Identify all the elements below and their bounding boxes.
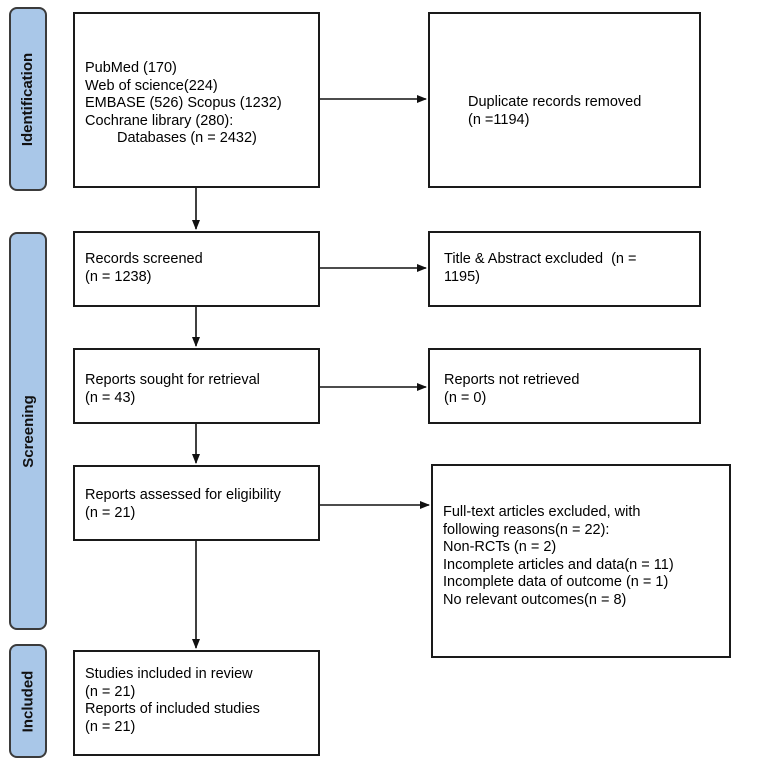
reports-included-label: Reports of included studies <box>85 701 260 717</box>
reports-not-retrieved-count: (n = 0) <box>444 389 487 406</box>
reason-incomplete-outcome: Incomplete data of outcome (n = 1) <box>443 574 669 590</box>
reason-incomplete-articles: Incomplete articles and data(n = 11) <box>443 556 674 573</box>
duplicates-label: Duplicate records removed <box>468 94 642 110</box>
duplicates-count: (n =1194) <box>468 111 530 128</box>
database-cochrane: Cochrane library (280): <box>85 112 234 129</box>
database-web-of-science: Web of science(224) <box>85 77 218 94</box>
reports-sought-box: Reports sought for retrieval (n = 43) <box>73 348 320 424</box>
reason-non-rcts: Non-RCTs (n = 2) <box>443 539 557 555</box>
full-text-excluded-box: Full-text articles excluded, with follow… <box>431 464 731 658</box>
records-screened-count: (n = 1238) <box>85 268 152 285</box>
title-abstract-excluded-count: 1195) <box>444 268 481 285</box>
databases-box: PubMed (170) Web of science(224) EMBASE … <box>73 12 320 188</box>
reports-not-retrieved-label: Reports not retrieved <box>444 372 580 388</box>
studies-included-box: Studies included in review (n = 21) Repo… <box>73 650 320 756</box>
reports-assessed-label: Reports assessed for eligibility <box>85 487 281 503</box>
databases-total: Databases (n = 2432) <box>117 130 257 146</box>
records-screened-label: Records screened <box>85 251 203 267</box>
reports-assessed-count: (n = 21) <box>85 504 136 521</box>
database-pubmed: PubMed (170) <box>85 60 177 76</box>
phase-screening: Screening <box>9 232 47 630</box>
reason-no-relevant-outcomes: No relevant outcomes(n = 8) <box>443 591 627 608</box>
reports-not-retrieved-box: Reports not retrieved (n = 0) <box>428 348 701 424</box>
full-text-excluded-heading: Full-text articles excluded, with <box>443 504 641 520</box>
title-abstract-excluded-box: Title & Abstract excluded (n = 1195) <box>428 231 701 307</box>
phase-included: Included <box>9 644 47 758</box>
phase-identification: Identification <box>9 7 47 191</box>
records-screened-box: Records screened (n = 1238) <box>73 231 320 307</box>
title-abstract-excluded-label: Title & Abstract excluded (n = <box>444 251 637 267</box>
duplicates-box: Duplicate records removed (n =1194) <box>428 12 701 188</box>
reports-sought-label: Reports sought for retrieval <box>85 372 260 388</box>
reports-assessed-box: Reports assessed for eligibility (n = 21… <box>73 465 320 541</box>
reports-included-count: (n = 21) <box>85 718 136 735</box>
full-text-excluded-total: following reasons(n = 22): <box>443 521 610 538</box>
studies-included-count: (n = 21) <box>85 683 136 700</box>
database-embase-scopus: EMBASE (526) Scopus (1232) <box>85 95 282 111</box>
studies-included-label: Studies included in review <box>85 666 253 682</box>
reports-sought-count: (n = 43) <box>85 389 136 406</box>
